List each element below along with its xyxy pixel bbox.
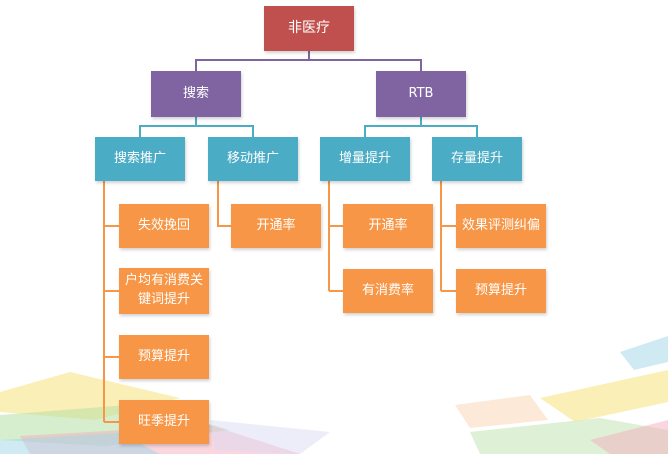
connector-root-to-level1	[195, 51, 310, 71]
connector-level1-to-level2	[364, 117, 422, 137]
sub-node-incremental-lift: 增量提升	[320, 137, 410, 181]
connector-level2-to-level3	[217, 181, 231, 227]
leaf-node: 开通率	[343, 204, 433, 248]
leaf-node: 旺季提升	[119, 400, 209, 444]
sub-node-mobile-promotion: 移动推广	[208, 137, 298, 181]
branch-node-search: 搜索	[151, 71, 241, 117]
leaf-node: 开通率	[231, 204, 321, 248]
connector-root-to-level1	[309, 59, 422, 71]
root-node: 非医疗	[264, 6, 354, 51]
connector-level1-to-level2	[196, 125, 254, 137]
branch-node-rtb: RTB	[376, 71, 466, 117]
leaf-node: 预算提升	[119, 335, 209, 379]
leaf-node: 户均有消费关 键词提升	[119, 268, 209, 314]
leaf-node: 预算提升	[456, 269, 546, 313]
sub-node-stock-lift: 存量提升	[432, 137, 522, 181]
leaf-node: 失效挽回	[119, 204, 209, 248]
sub-node-search-promotion: 搜索推广	[95, 137, 185, 181]
connector-level1-to-level2	[421, 125, 478, 137]
leaf-node: 有消费率	[343, 269, 433, 313]
leaf-node: 效果评测纠偏	[456, 204, 546, 248]
connector-level1-to-level2	[139, 117, 197, 137]
